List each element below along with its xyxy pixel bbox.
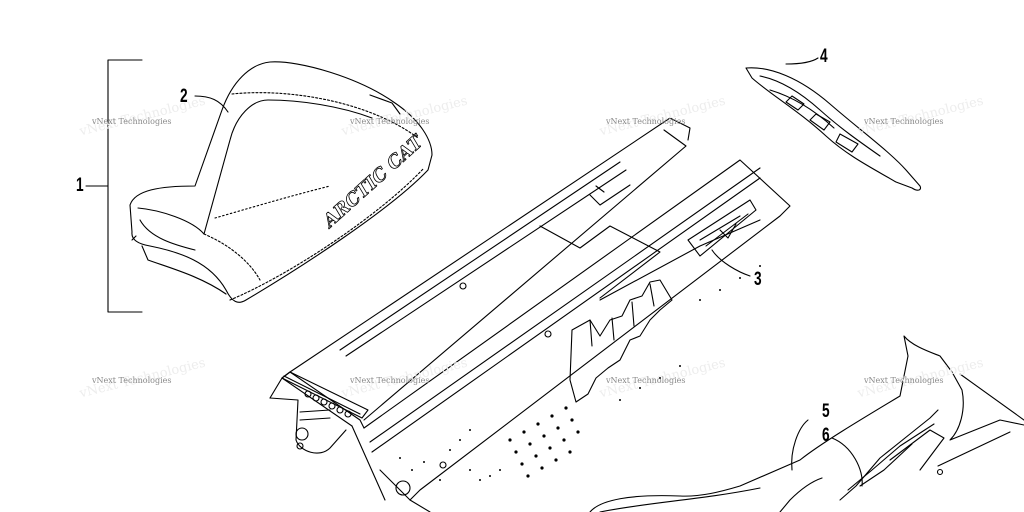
assembly-bracket [85,59,143,313]
callout-4: 4 [820,46,828,67]
callout-3: 3 [754,269,762,290]
tunnel-frame [269,117,944,512]
watermark: vNext Technologies [864,117,944,126]
tunnel-decal [687,199,757,257]
leader-3 [711,249,751,277]
callout-2: 2 [180,86,188,107]
watermark: vNext Technologies [350,376,430,385]
tunnel-perforations [399,265,761,481]
leader-6 [831,437,863,487]
watermark: vNext Technologies [350,117,430,126]
side-panel [589,335,1024,512]
watermark: vNext Technologies [864,376,944,385]
callout-1: 1 [76,175,84,196]
watermark: vNext Technologies [606,117,686,126]
callout-5: 5 [822,401,830,422]
watermark: vNext Technologies [92,117,172,126]
leader-2 [194,95,229,113]
seat-assembly [129,61,433,303]
watermark: vNext Technologies [606,376,686,385]
heat-exchanger-fins [569,279,673,403]
callout-6: 6 [822,425,830,446]
seat-logo: ARCTIC CAT [318,130,429,233]
leader-5 [791,419,809,471]
watermark: vNext Technologies [92,376,172,385]
hitch-plate [281,371,369,419]
part-4-decal [745,57,922,191]
